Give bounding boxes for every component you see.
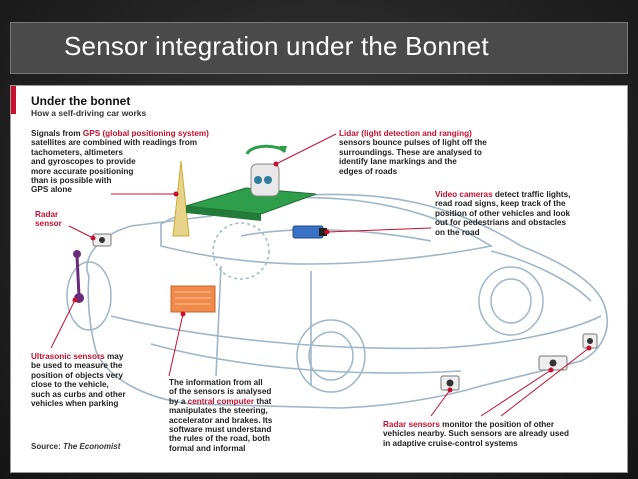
- computer-line: The information from all: [169, 378, 263, 387]
- ultrasonic-line: such as curbs and other: [31, 389, 126, 399]
- gps-line: tachometers, altimeters: [31, 147, 123, 157]
- lidar-term: Lidar (light detection and ranging): [339, 129, 472, 138]
- video-term: Video cameras: [435, 190, 493, 199]
- radar-left-line: Radar: [35, 210, 59, 219]
- source-name: The Economist: [63, 442, 121, 451]
- radar-right-term: Radar sensors: [383, 420, 440, 429]
- computer-line: manipulates the steering,: [169, 406, 268, 416]
- rear-right-wheel: [212, 222, 270, 280]
- lidar-roof-plate: [185, 187, 317, 215]
- radar-right-annotation: Radar sensors monitor the position of ot…: [383, 420, 569, 448]
- radar-right-line: monitor the position of other: [439, 420, 555, 429]
- computer-line: by a: [169, 396, 188, 406]
- source-credit: Source: The Economist: [31, 442, 120, 451]
- video-line: position of other vehicles and look: [435, 208, 571, 218]
- lidar-line: identify lane markings and the: [339, 157, 457, 167]
- computer-line: formal and informal: [169, 443, 246, 453]
- ultrasonic-annotation: Ultrasonic sensors may be used to measur…: [31, 352, 126, 408]
- video-line: read road signs, keep track of the: [435, 199, 566, 209]
- gps-line: more accurate positioning: [31, 166, 134, 176]
- lidar-line: edges of roads: [339, 166, 398, 176]
- computer-line: the rules of the road, both: [169, 434, 270, 444]
- rear-left-wheel: [66, 261, 112, 331]
- accent-strip: [11, 86, 16, 114]
- central-computer: [170, 285, 216, 313]
- ultrasonic-stalk: [75, 255, 81, 297]
- lidar-leader: [275, 133, 337, 165]
- gps-antenna: [172, 160, 190, 237]
- car-diagram: [50, 133, 608, 417]
- rotation-arrow-icon: [245, 144, 287, 155]
- radar-right-leader-1: [430, 389, 451, 417]
- ultrasonic-line: may: [104, 352, 124, 361]
- video-camera: [292, 225, 324, 239]
- radar-right-leader-3: [500, 347, 590, 417]
- lidar-annotation: Lidar (light detection and ranging) sens…: [339, 129, 487, 176]
- ultrasonic-line: position of objects very: [31, 370, 123, 380]
- radar-right-line: vehicles nearby. Such sensors are alread…: [383, 429, 569, 439]
- ultrasonic-line: vehicles when parking: [31, 399, 119, 409]
- gps-line: GPS alone: [31, 185, 72, 195]
- lidar-line: surroundings. These are analysed to: [339, 147, 482, 157]
- radar-right-leader-2: [480, 369, 552, 417]
- figure-subheading: How a self-driving car works: [31, 108, 147, 118]
- video-leader: [326, 227, 432, 233]
- video-annotation: Video cameras detect traffic lights, rea…: [435, 190, 570, 237]
- ultrasonic-line: be used to measure the: [31, 361, 123, 371]
- figure-heading: Under the bonnet: [31, 94, 131, 108]
- gps-line: satellites are combined with readings fr…: [31, 138, 198, 148]
- gps-line: and gyroscopes to provide: [31, 157, 136, 167]
- computer-line: of the sensors is analysed: [169, 387, 272, 397]
- computer-line: accelerator and brakes. Its: [169, 415, 273, 425]
- computer-annotation: The information from all of the sensors …: [169, 378, 272, 453]
- gps-prefix: Signals from: [31, 129, 83, 138]
- video-line: on the road: [435, 227, 480, 237]
- computer-line: software must understand: [169, 425, 272, 435]
- video-line: out for pedestrians and obstacles: [435, 218, 567, 228]
- computer-line: that: [254, 396, 272, 406]
- gps-term: GPS (global positioning system): [82, 129, 209, 138]
- radar-left-line: sensor: [35, 219, 62, 229]
- front-left-wheel: [296, 319, 366, 393]
- front-right-wheel: [478, 266, 544, 336]
- gps-line: than is possible with: [31, 176, 112, 186]
- ultrasonic-leader: [50, 299, 76, 349]
- title-bar: [10, 22, 628, 74]
- video-line: detect traffic lights,: [492, 190, 571, 199]
- figure-card: Under the bonnet How a self-driving car …: [10, 85, 628, 473]
- computer-term: central computer: [187, 396, 255, 406]
- ultrasonic-term: Ultrasonic sensors: [31, 352, 105, 361]
- radar-left-annotation: Radar sensor: [35, 210, 62, 229]
- gps-annotation: Signals from GPS (global positioning sys…: [31, 129, 209, 195]
- computer-leader: [168, 313, 184, 377]
- lidar-line: sensors bounce pulses of light off the: [339, 138, 487, 148]
- radar-left-leader: [68, 225, 94, 239]
- source-prefix: Source:: [31, 442, 64, 451]
- slide-title: Sensor integration under the Bonnet: [64, 31, 489, 61]
- ultrasonic-line: close to the vehicle,: [31, 380, 109, 390]
- radar-right-line: in adaptive cruise-control systems: [383, 438, 518, 448]
